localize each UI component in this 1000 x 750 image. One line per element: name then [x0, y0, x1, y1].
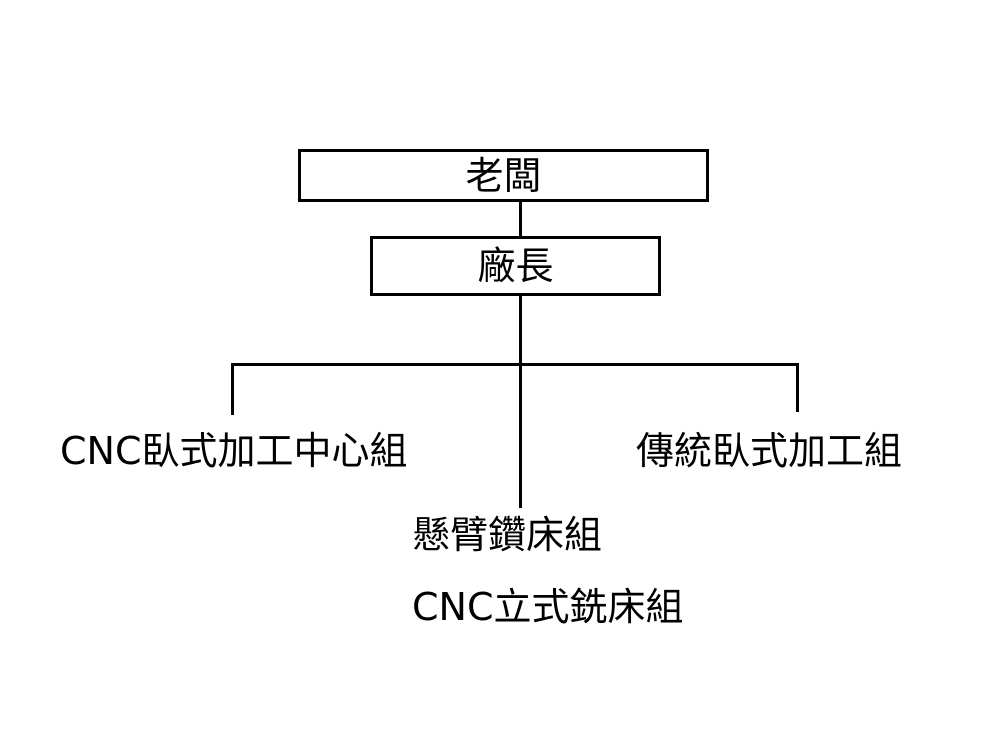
branch-horizontal-line: [231, 363, 799, 366]
boss-label: 老闆: [465, 153, 542, 198]
factory-manager-node: 廠長: [370, 236, 661, 296]
factory-manager-label: 廠長: [477, 244, 554, 288]
branch-left-drop: [231, 363, 234, 415]
group-cnc-horizontal-machining-center: CNC臥式加工中心組: [60, 429, 408, 473]
group-radial-drill: 懸臂鑽床組: [412, 513, 603, 557]
trunk-line: [519, 296, 522, 508]
connector-boss-manager: [519, 202, 522, 236]
boss-node: 老闆: [298, 149, 709, 202]
group-traditional-horizontal-machining: 傳統臥式加工組: [636, 429, 903, 473]
group-cnc-vertical-milling: CNC立式銑床組: [412, 585, 684, 629]
branch-right-drop: [796, 363, 799, 412]
